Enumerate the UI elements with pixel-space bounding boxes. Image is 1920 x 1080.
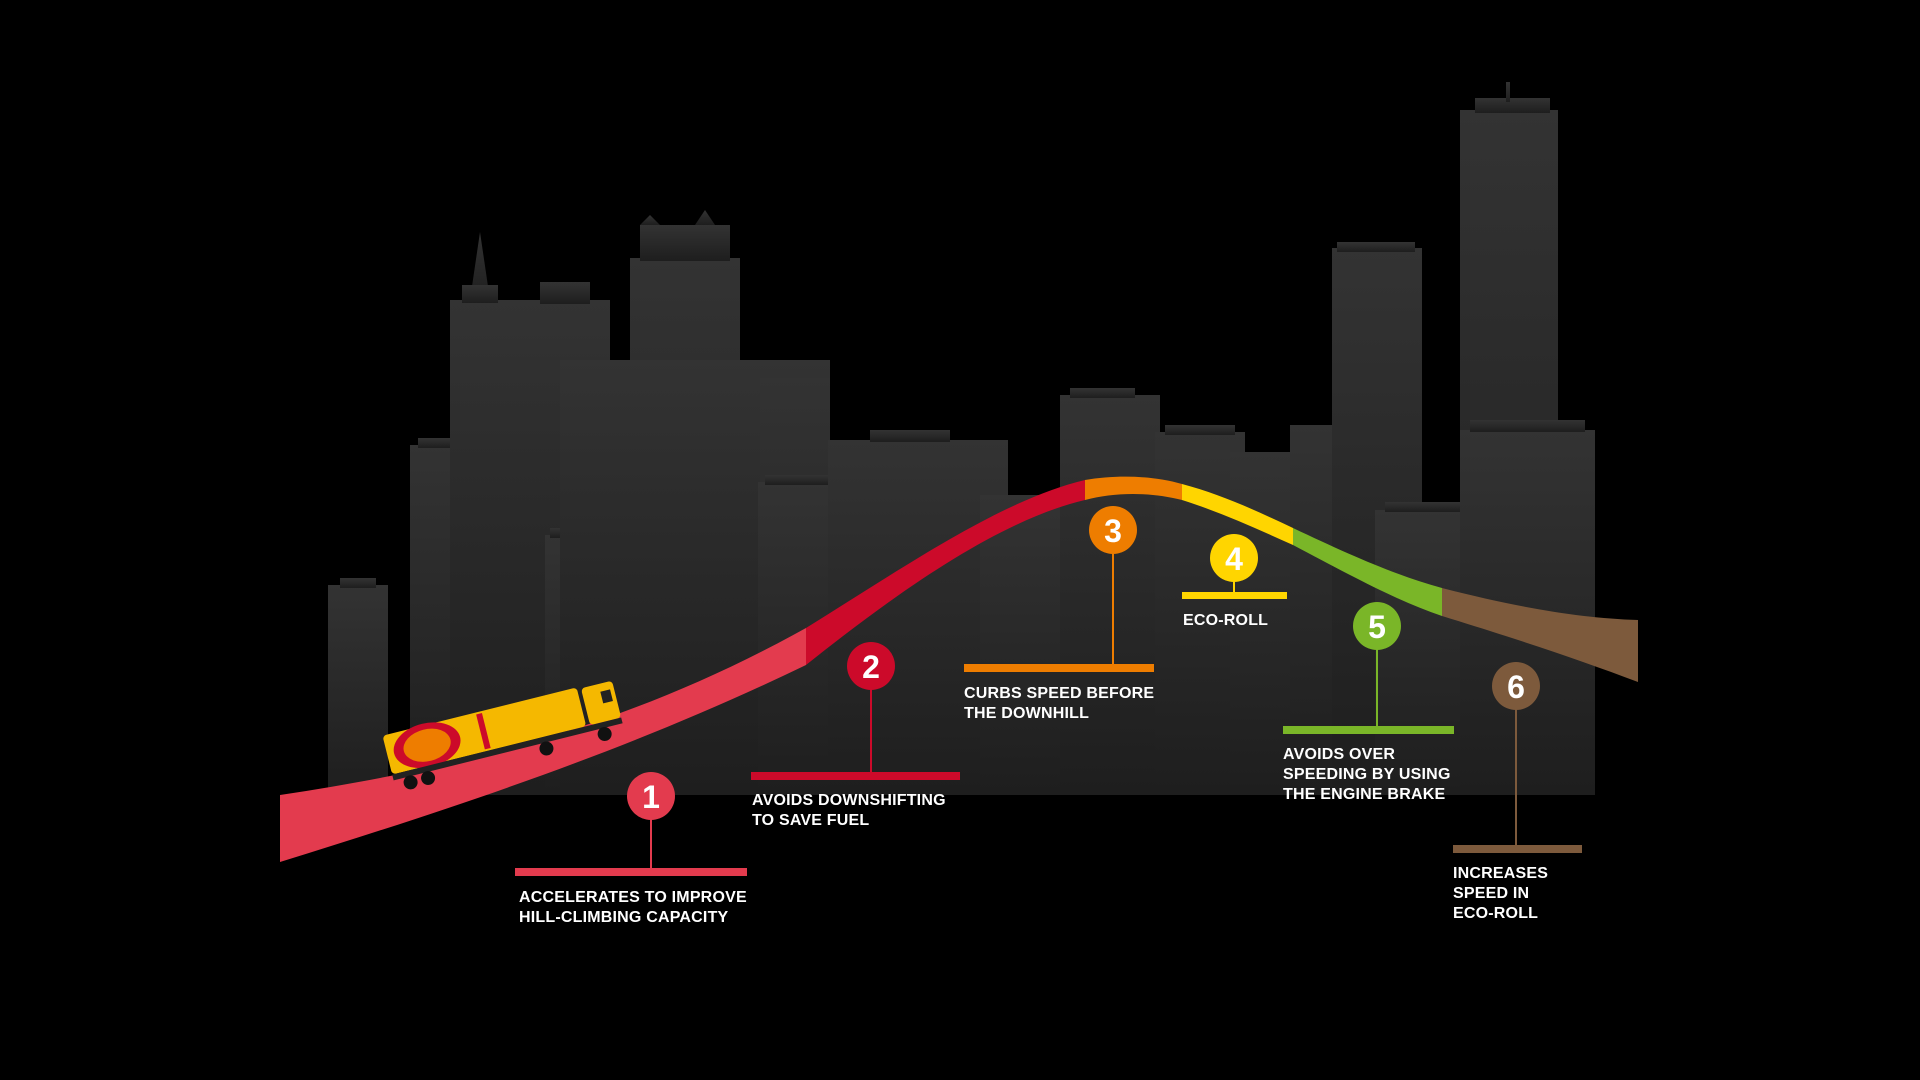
step-1-label-line1: ACCELERATES TO IMPROVE [519,889,747,906]
step-2-label-line1: AVOIDS DOWNSHIFTING [752,792,946,809]
road-segment-2 [806,480,1085,665]
step-1-marker: 1 [515,772,747,876]
road-segment-6 [1442,588,1638,682]
step-2-marker: 2 [751,642,960,780]
step-1-number: 1 [642,779,660,815]
truck-icon [383,681,623,790]
step-2-label: AVOIDS DOWNSHIFTING TO SAVE FUEL [752,791,946,831]
step-4-marker: 4 [1182,534,1287,599]
step-6-label-line1: INCREASES [1453,865,1549,882]
step-3-marker: 3 [964,506,1154,672]
step-5-number: 5 [1368,609,1386,645]
step-5-label-line2: SPEEDING BY USING [1283,766,1451,783]
step-4-number: 4 [1225,541,1243,577]
step-4-label: ECO-ROLL [1183,611,1268,631]
step-1-label: ACCELERATES TO IMPROVE HILL-CLIMBING CAP… [519,888,747,928]
step-5-label: AVOIDS OVER SPEEDING BY USING THE ENGINE… [1283,745,1451,805]
step-5-label-line1: AVOIDS OVER [1283,746,1396,763]
step-2-label-line2: TO SAVE FUEL [752,812,870,829]
road-segment-4 [1182,484,1293,545]
step-3-label-line2: THE DOWNHILL [964,705,1090,722]
step-6-label-line3: ECO-ROLL [1453,905,1539,922]
step-3-label-line1: CURBS SPEED BEFORE [964,685,1155,702]
step-6-label: INCREASES SPEED IN ECO-ROLL [1453,864,1548,924]
step-2-number: 2 [862,649,880,685]
city-skyline-icon [328,82,1595,795]
road-segment-5 [1293,528,1442,616]
step-6-marker: 6 [1453,662,1582,853]
road-segment-3 [1085,476,1182,500]
step-3-label: CURBS SPEED BEFORE THE DOWNHILL [964,684,1154,724]
step-3-number: 3 [1104,513,1122,549]
step-6-label-line2: SPEED IN [1453,885,1530,902]
step-6-number: 6 [1507,669,1525,705]
step-4-label-line1: ECO-ROLL [1183,612,1269,629]
step-5-label-line3: THE ENGINE BRAKE [1283,786,1446,803]
step-1-label-line2: HILL-CLIMBING CAPACITY [519,909,729,926]
step-5-marker: 5 [1283,602,1454,734]
